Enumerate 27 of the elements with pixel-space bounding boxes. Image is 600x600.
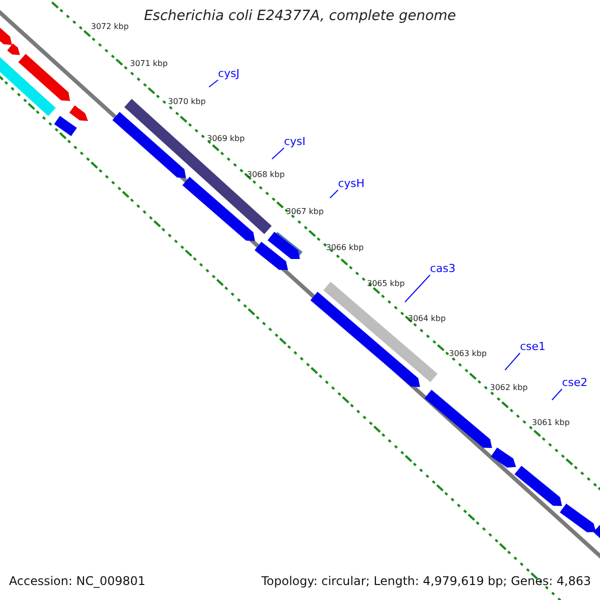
tick-label: 3072 kbp [91, 22, 129, 31]
footer-text: Topology: circular; Length: 4,979,619 bp; Genes: 4,863 [261, 574, 591, 588]
gene-label: cysH [338, 178, 365, 190]
footer-text: Accession: NC_009801 [9, 574, 146, 588]
gene-label: cas3 [430, 263, 456, 275]
tick-label: 3069 kbp [207, 134, 245, 143]
tick-label: 3063 kbp [449, 349, 487, 358]
leader-line [404, 274, 430, 302]
tick-label: 3071 kbp [130, 59, 168, 68]
tick-label: 3062 kbp [490, 383, 528, 392]
gene-label: cysI [284, 136, 306, 148]
leader-line [208, 80, 218, 88]
leader-line [330, 190, 338, 198]
title: Escherichia coli E24377A, complete genome [142, 8, 458, 24]
gene-label: cse1 [520, 341, 546, 353]
tick-label: 3065 kbp [367, 279, 405, 288]
gene-label: cse2 [562, 377, 588, 389]
leader-line [504, 352, 520, 370]
tick-label: 3061 kbp [532, 418, 570, 427]
tick-label: 3070 kbp [168, 97, 206, 106]
tick-label: 3068 kbp [247, 170, 285, 179]
leader-line [272, 148, 284, 160]
tick-label: 3066 kbp [326, 243, 364, 252]
gene-label: cysJ [218, 68, 240, 80]
tick-label: 3064 kbp [408, 314, 446, 323]
leader-line [552, 388, 562, 400]
tick-label: 3067 kbp [286, 207, 324, 216]
